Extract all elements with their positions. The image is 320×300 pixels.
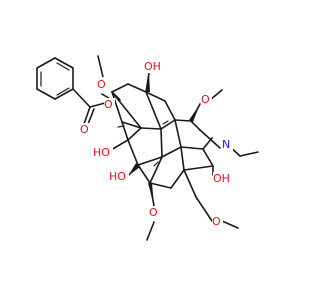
atom-label-methoxy-oxygen-right: O	[201, 93, 210, 106]
molecule-structure-drawing: O O O OH HO HO O N OH O O	[36, 55, 259, 241]
cage-skeleton	[111, 72, 259, 189]
atom-label-carbonyl-oxygen: O	[80, 123, 89, 136]
structure-figure: O O O OH HO HO O N OH O O	[36, 55, 259, 241]
atom-label-methoxy-oxygen-lower: O	[149, 206, 158, 219]
stereo-hydrogen-marks	[117, 120, 169, 167]
atom-label-hydroxyl-left: HO	[93, 146, 110, 159]
atom-label-hydroxyl-right: OH	[213, 172, 230, 185]
methoxy-bonds	[146, 89, 239, 241]
atom-label-methoxy-oxygen-top: O	[97, 78, 106, 91]
atom-label-hydroxyl-top: OH	[144, 60, 161, 73]
atom-label-hydroxyl-lower: HO	[109, 170, 126, 183]
bond-layer	[36, 55, 259, 241]
atom-label-nitrogen: N	[222, 138, 230, 151]
wedge-bonds	[112, 73, 200, 206]
phenyl-ring	[36, 57, 74, 100]
atom-label-ester-oxygen: O	[104, 98, 113, 111]
atom-label-methoxymethyl-oxygen: O	[212, 215, 221, 228]
atom-labels: O O O OH HO HO O N OH O O	[80, 60, 233, 228]
